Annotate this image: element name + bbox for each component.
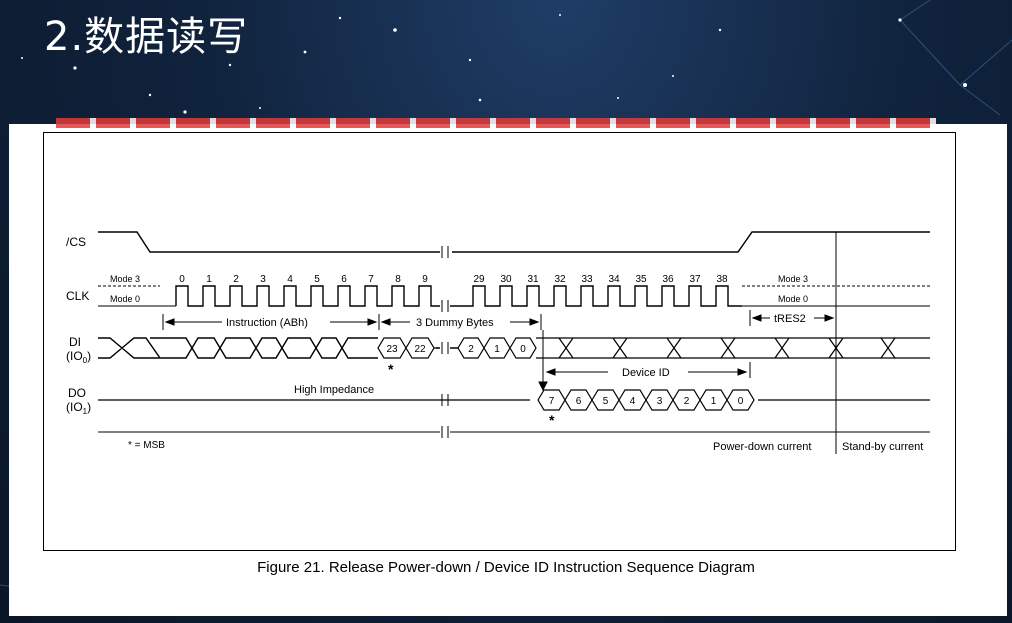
red-header-strip (56, 118, 936, 128)
clock-tick-label: 32 (554, 274, 566, 285)
di-label: DI (69, 335, 81, 349)
clock-tick-label: 4 (287, 274, 293, 285)
time-break-cs (441, 246, 449, 258)
di-x-mark (558, 337, 574, 359)
cs-waveform (98, 231, 930, 253)
clock-tick-label: 30 (500, 274, 512, 285)
clock-tick-label: 2 (233, 274, 239, 285)
time-break-do (441, 394, 449, 406)
do-bit (726, 389, 755, 411)
clock-tick-label: 9 (422, 274, 428, 285)
clock-tick-label: 3 (260, 274, 266, 285)
di-bit-label: 22 (414, 344, 426, 355)
clock-count-labels-b: 29 30 31 32 33 34 35 36 37 38 (473, 274, 728, 285)
di-bit (509, 337, 537, 359)
do-msb-star: * (549, 412, 555, 428)
msb-note: * = MSB (128, 440, 165, 451)
di-bus-lines (98, 337, 458, 359)
clock-tick-label: 0 (179, 274, 185, 285)
di-x-mark (774, 337, 790, 359)
clock-tick-label: 31 (527, 274, 539, 285)
di-bit-label: 2 (468, 344, 474, 355)
clock-tick-label: 38 (716, 274, 728, 285)
clock-tick-label: 34 (608, 274, 620, 285)
clk-waveform (175, 285, 742, 307)
mode3-left: Mode 3 (110, 274, 140, 284)
do-bit-cells: 7 6 5 4 3 2 1 0 (537, 389, 755, 411)
time-break-clk (441, 300, 449, 312)
high-impedance-label: High Impedance (294, 384, 374, 396)
di-bit-cells-a: 23 22 (377, 337, 438, 359)
tres2-label: tRES2 (774, 313, 806, 325)
current-timeline (98, 426, 930, 438)
time-break-di (441, 342, 449, 354)
di-bit-label: 1 (494, 344, 500, 355)
do-bit-label: 5 (603, 396, 609, 407)
di-msb-star: * (388, 361, 394, 377)
clock-tick-label: 5 (314, 274, 320, 285)
di-x-mark (720, 337, 736, 359)
mode3-right: Mode 3 (778, 274, 808, 284)
instruction-span-label: Instruction (ABh) (226, 317, 308, 329)
clock-tick-label: 35 (635, 274, 647, 285)
power-down-label: Power-down current (713, 441, 811, 453)
do-bit-label: 7 (549, 396, 555, 407)
clock-tick-label: 33 (581, 274, 593, 285)
do-bit-label: 2 (684, 396, 690, 407)
dummy-span-label: 3 Dummy Bytes (416, 317, 494, 329)
di-bit-label: 23 (386, 344, 398, 355)
mode0-left: Mode 0 (110, 294, 140, 304)
di-bit-cells-b: 2 1 0 (457, 337, 537, 359)
do-bit-label: 0 (738, 396, 744, 407)
di-bit-label: 0 (520, 344, 526, 355)
device-id-label: Device ID (622, 367, 670, 379)
di-sub-label: (IO0) (66, 349, 91, 365)
do-bit-label: 6 (576, 396, 582, 407)
span-markers (162, 310, 837, 330)
standby-label: Stand-by current (842, 441, 923, 453)
do-bit-label: 1 (711, 396, 717, 407)
clock-tick-label: 36 (662, 274, 674, 285)
clock-count-labels-a: 0 1 2 3 4 5 6 7 8 9 (179, 274, 428, 285)
do-bit-label: 4 (630, 396, 636, 407)
clk-label: CLK (66, 289, 89, 303)
device-id-markers (538, 232, 837, 454)
clock-tick-label: 37 (689, 274, 701, 285)
cs-label: /CS (66, 235, 86, 249)
slide-title: 2.数据读写 (44, 14, 249, 60)
do-sub-label: (IO1) (66, 400, 91, 416)
di-x-mark (666, 337, 682, 359)
figure-caption: Figure 21. Release Power-down / Device I… (257, 559, 755, 576)
clock-tick-label: 29 (473, 274, 485, 285)
di-dont-care-cells (536, 337, 930, 359)
datasheet-image-panel (9, 124, 1007, 616)
clock-tick-label: 7 (368, 274, 374, 285)
clock-tick-label: 6 (341, 274, 347, 285)
mode0-right: Mode 0 (778, 294, 808, 304)
do-bit-label: 3 (657, 396, 663, 407)
clock-tick-label: 1 (206, 274, 212, 285)
do-label: DO (68, 386, 86, 400)
diagram-frame (43, 132, 956, 551)
clock-tick-label: 8 (395, 274, 401, 285)
di-x-mark (880, 337, 896, 359)
di-x-mark (612, 337, 628, 359)
